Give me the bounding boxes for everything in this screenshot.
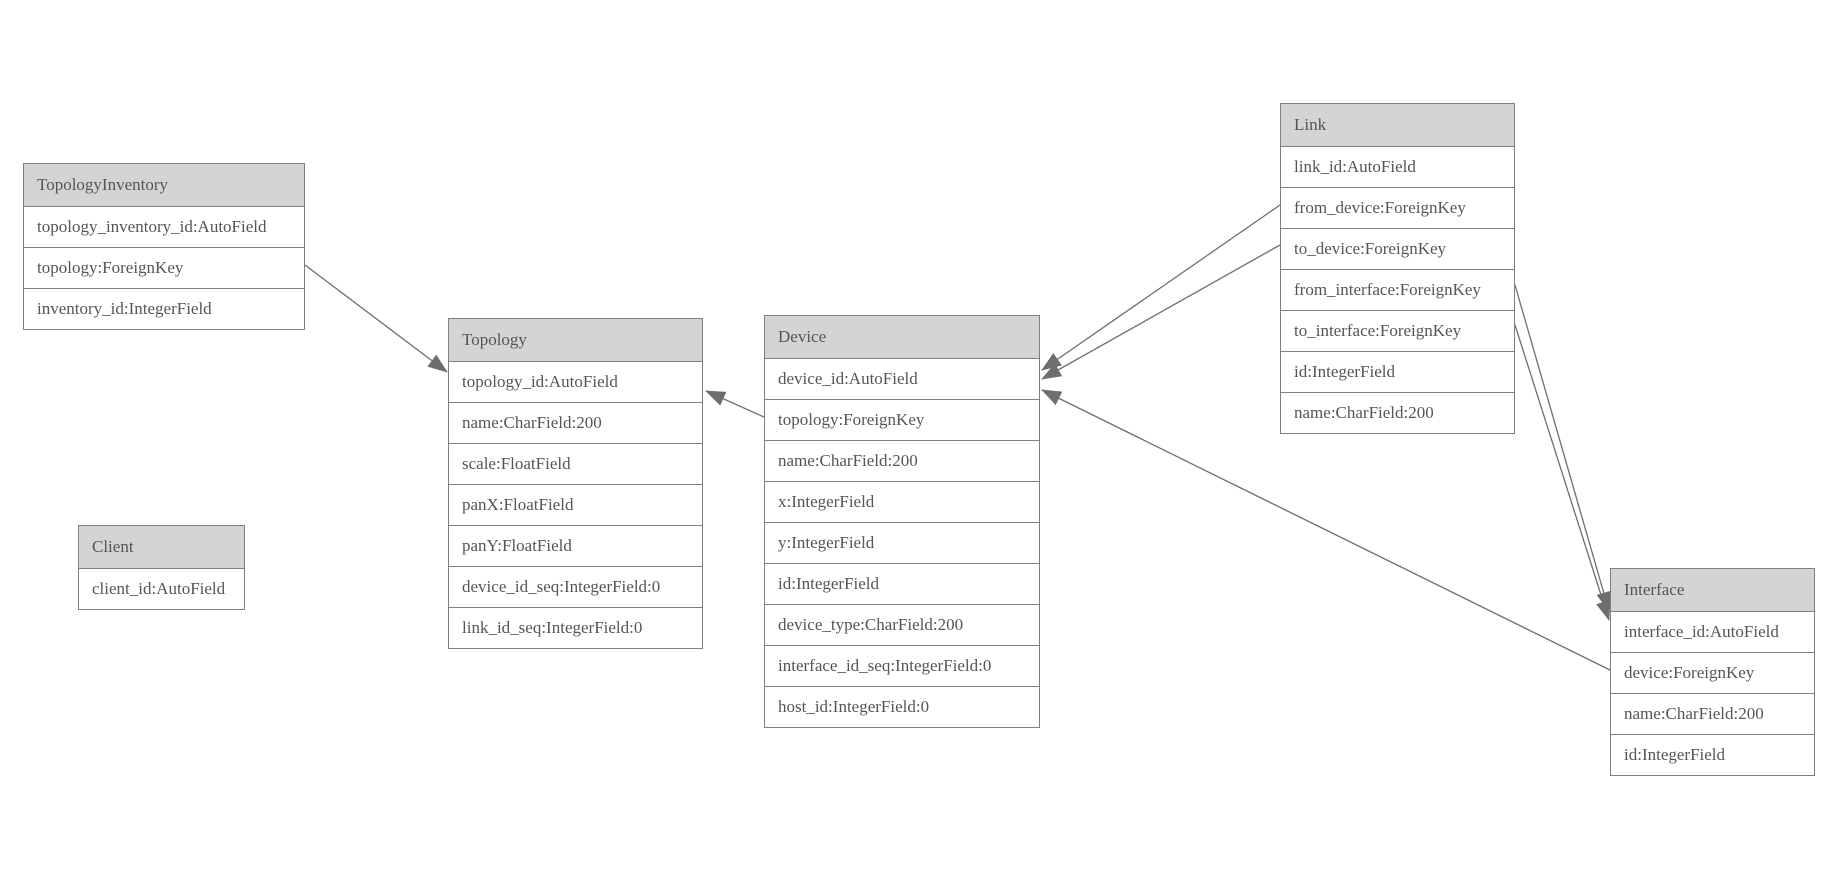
- entity-field: scale:FloatField: [449, 444, 702, 485]
- entity-title: Device: [765, 316, 1039, 359]
- entity-field: inventory_id:IntegerField: [24, 289, 304, 329]
- entity-field: panX:FloatField: [449, 485, 702, 526]
- entity-field: interface_id:AutoField: [1611, 612, 1814, 653]
- entity-field: name:CharField:200: [449, 403, 702, 444]
- entity-table-device: Device device_id:AutoField topology:Fore…: [764, 315, 1040, 728]
- entity-field: topology:ForeignKey: [24, 248, 304, 289]
- entity-title: Topology: [449, 319, 702, 362]
- entity-field: name:CharField:200: [1281, 393, 1514, 433]
- entity-field: name:CharField:200: [1611, 694, 1814, 735]
- edge-link-to-device-to-device: [1041, 244, 1281, 380]
- entity-field: device:ForeignKey: [1611, 653, 1814, 694]
- entity-field: topology_id:AutoField: [449, 362, 702, 403]
- entity-field: device_id_seq:IntegerField:0: [449, 567, 702, 608]
- entity-field: name:CharField:200: [765, 441, 1039, 482]
- edge-link-from-device-to-device: [1041, 204, 1281, 371]
- entity-title: Link: [1281, 104, 1514, 147]
- edge-link-from-interface-to-interface: [1514, 284, 1611, 612]
- entity-title: TopologyInventory: [24, 164, 304, 207]
- entity-field: x:IntegerField: [765, 482, 1039, 523]
- entity-field: link_id_seq:IntegerField:0: [449, 608, 702, 648]
- entity-field: topology_inventory_id:AutoField: [24, 207, 304, 248]
- entity-field: topology:ForeignKey: [765, 400, 1039, 441]
- entity-field: link_id:AutoField: [1281, 147, 1514, 188]
- entity-field: panY:FloatField: [449, 526, 702, 567]
- entity-field: device_type:CharField:200: [765, 605, 1039, 646]
- entity-table-topology: Topology topology_id:AutoField name:Char…: [448, 318, 703, 649]
- edge-link-to-interface-to-interface: [1514, 324, 1611, 621]
- entity-field: to_device:ForeignKey: [1281, 229, 1514, 270]
- entity-field: interface_id_seq:IntegerField:0: [765, 646, 1039, 687]
- entity-field: device_id:AutoField: [765, 359, 1039, 400]
- entity-table-topologyinventory: TopologyInventory topology_inventory_id:…: [23, 163, 305, 330]
- entity-field: id:IntegerField: [765, 564, 1039, 605]
- entity-title: Interface: [1611, 569, 1814, 612]
- entity-field: y:IntegerField: [765, 523, 1039, 564]
- entity-field: host_id:IntegerField:0: [765, 687, 1039, 727]
- edge-topologyinventory-to-topology: [304, 264, 448, 373]
- entity-table-client: Client client_id:AutoField: [78, 525, 245, 610]
- entity-table-link: Link link_id:AutoField from_device:Forei…: [1280, 103, 1515, 434]
- entity-field: client_id:AutoField: [79, 569, 244, 609]
- entity-field: from_interface:ForeignKey: [1281, 270, 1514, 311]
- edge-interface-device-to-device: [1041, 389, 1611, 671]
- entity-field: from_device:ForeignKey: [1281, 188, 1514, 229]
- entity-title: Client: [79, 526, 244, 569]
- entity-field: id:IntegerField: [1281, 352, 1514, 393]
- entity-field: id:IntegerField: [1611, 735, 1814, 775]
- entity-field: to_interface:ForeignKey: [1281, 311, 1514, 352]
- entity-table-interface: Interface interface_id:AutoField device:…: [1610, 568, 1815, 776]
- edge-device-topology-to-topology: [705, 390, 765, 418]
